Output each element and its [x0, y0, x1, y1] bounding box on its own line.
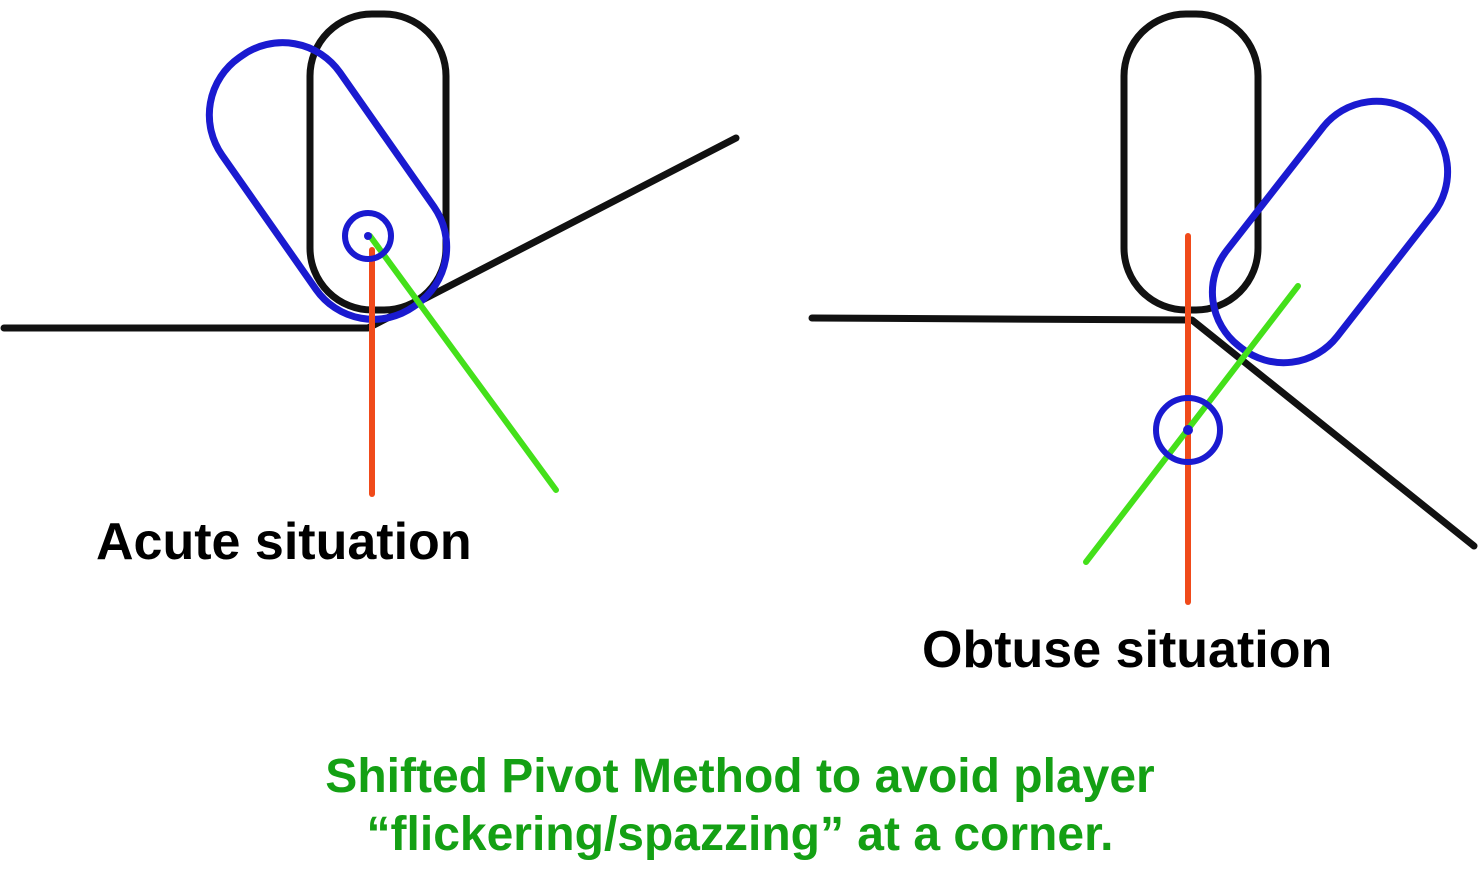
acute-pivot-dot — [364, 232, 372, 240]
obtuse-situation-label: Obtuse situation — [922, 621, 1333, 679]
obtuse-pivot-dot — [1183, 425, 1193, 435]
obtuse-rotated-axis — [1083, 283, 1301, 565]
obtuse-pivot-circle — [1153, 395, 1223, 465]
acute-rotated-axis — [367, 233, 559, 493]
acute-diagram — [0, 10, 740, 497]
acute-ground-line — [0, 134, 740, 332]
acute-situation-label: Acute situation — [96, 513, 472, 571]
diagram-caption: Shifted Pivot Method to avoid player “fl… — [0, 748, 1480, 864]
obtuse-rotated-capsule — [1208, 97, 1452, 367]
caption-line-2: “flickering/spazzing” at a corner. — [366, 808, 1114, 861]
obtuse-ground-line — [808, 314, 1478, 550]
acute-rotated-capsule — [205, 39, 451, 323]
acute-pivot-circle — [342, 210, 394, 262]
acute-original-capsule — [306, 10, 450, 314]
caption-line-1: Shifted Pivot Method to avoid player — [325, 750, 1155, 803]
obtuse-diagram — [808, 10, 1478, 605]
